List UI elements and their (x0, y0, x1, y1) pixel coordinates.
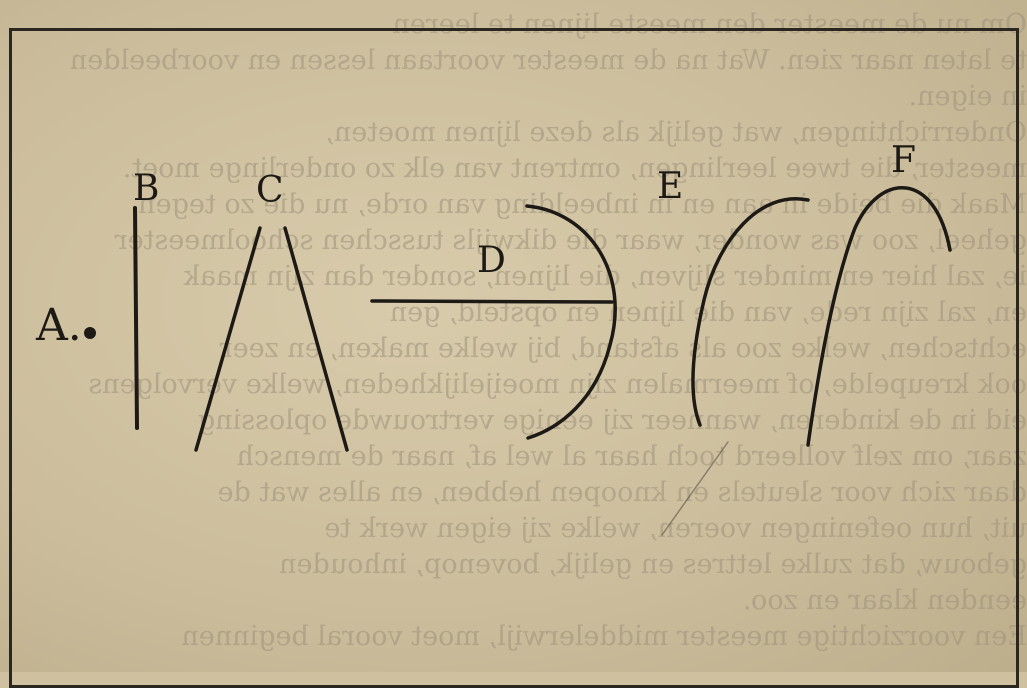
point-a-dot (84, 327, 96, 339)
curve-d-e (525, 204, 617, 440)
line-d-horizontal (370, 299, 614, 304)
label-b: B (133, 168, 160, 209)
line-c-right (283, 226, 349, 452)
curve-e (691, 197, 810, 427)
curve-f (806, 185, 952, 447)
line-b-vertical (133, 206, 139, 430)
label-a: A. (36, 300, 82, 351)
stray-stroke (661, 441, 729, 536)
stroke-figure (84, 185, 952, 536)
line-c-left (194, 226, 262, 452)
label-c: C (256, 170, 284, 211)
label-f: F (891, 140, 916, 181)
label-e: E (657, 166, 684, 207)
label-d: D (477, 240, 506, 281)
